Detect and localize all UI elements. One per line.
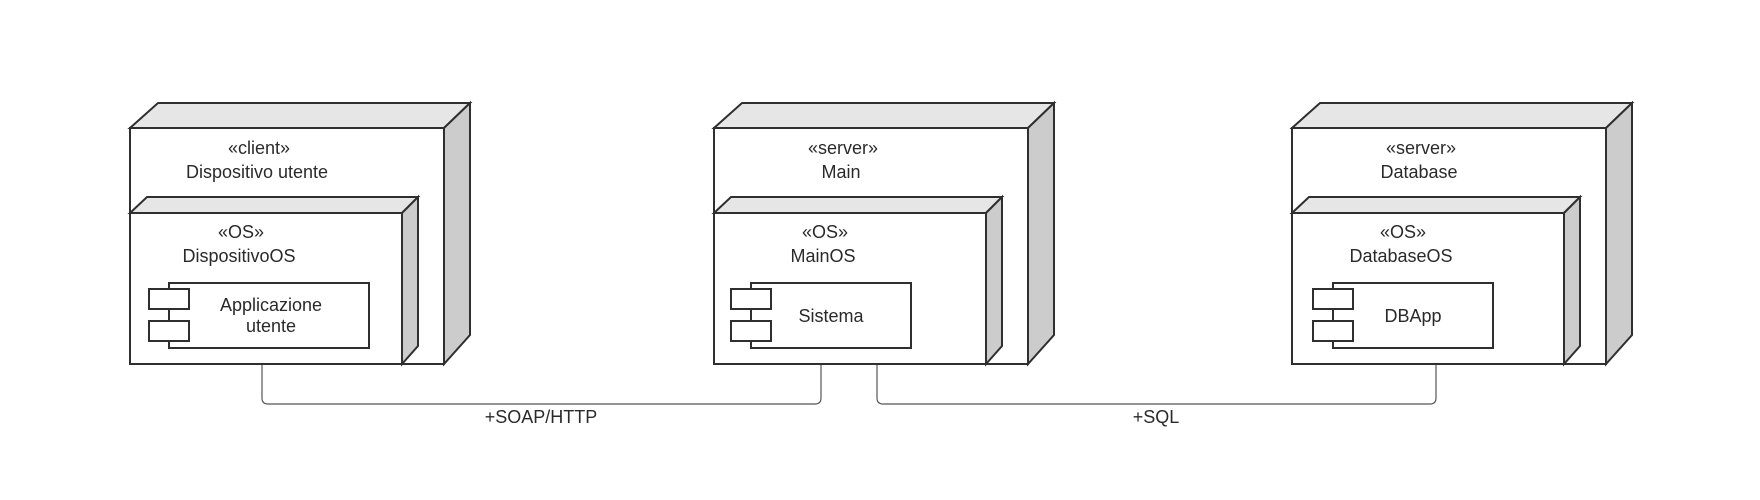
- os-top-face: [711, 196, 1005, 214]
- component-tab-icon: [730, 320, 772, 342]
- component-tab-icon: [1312, 288, 1354, 310]
- os-name: MainOS: [790, 246, 855, 266]
- node-top-face: [711, 102, 1057, 129]
- os-stereotype: «OS»: [802, 222, 848, 242]
- node-side-face: [443, 100, 471, 367]
- component-tab-icon: [148, 320, 190, 342]
- os-top-face: [127, 196, 421, 214]
- component-body: [168, 282, 370, 349]
- connector-label-sql: +SQL: [1133, 407, 1180, 427]
- component-tab-icon: [730, 288, 772, 310]
- node-name: Main: [821, 162, 860, 182]
- os-node-dispositivoos: «OS» DispositivoOS Applicazione utente: [127, 194, 421, 367]
- node-main: «server» Main «OS» MainOS Sistema: [711, 100, 1057, 367]
- component-label-line: Sistema: [798, 306, 864, 326]
- component-tab-icon: [148, 288, 190, 310]
- node-top-face: [1289, 102, 1635, 129]
- component-dbapp: DBApp: [1312, 282, 1494, 349]
- component-body: [1332, 282, 1494, 349]
- os-node-databaseos: «OS» DatabaseOS DBApp: [1289, 194, 1583, 367]
- component-sistema: Sistema: [730, 282, 912, 349]
- node-side-face: [1027, 100, 1055, 367]
- os-side-face: [1563, 194, 1581, 367]
- component-label-line: utente: [246, 316, 296, 336]
- component-label-line: DBApp: [1384, 306, 1441, 326]
- node-name: Dispositivo utente: [186, 162, 328, 182]
- os-stereotype: «OS»: [218, 222, 264, 242]
- component-tab-icon: [1312, 320, 1354, 342]
- os-top-face: [1289, 196, 1583, 214]
- node-side-face: [1605, 100, 1633, 367]
- os-side-face: [985, 194, 1003, 367]
- component-label-line: Applicazione: [220, 295, 322, 315]
- os-name: DatabaseOS: [1349, 246, 1452, 266]
- node-stereotype: «server»: [1386, 138, 1456, 158]
- connector-soap-http: [261, 364, 822, 405]
- node-stereotype: «server»: [808, 138, 878, 158]
- connector-sql: [876, 364, 1437, 405]
- component-applicazione-utente: Applicazione utente: [148, 282, 370, 349]
- node-dispositivo-utente: «client» Dispositivo utente «OS» Disposi…: [127, 100, 473, 367]
- node-top-face: [127, 102, 473, 129]
- node-stereotype: «client»: [228, 138, 290, 158]
- connector-label-soap-http: +SOAP/HTTP: [485, 407, 598, 427]
- os-name: DispositivoOS: [182, 246, 295, 266]
- node-name: Database: [1380, 162, 1457, 182]
- node-database: «server» Database «OS» DatabaseOS DBApp: [1289, 100, 1635, 367]
- os-node-mainos: «OS» MainOS Sistema: [711, 194, 1005, 367]
- component-body: [750, 282, 912, 349]
- os-stereotype: «OS»: [1380, 222, 1426, 242]
- os-side-face: [401, 194, 419, 367]
